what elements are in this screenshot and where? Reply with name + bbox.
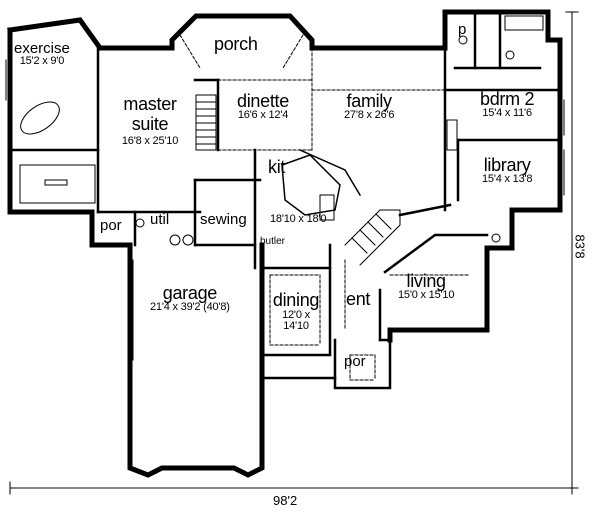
room-size: 16'6 x 12'4 [237,109,289,121]
room-size: 15'2 x 9'0 [19,55,65,67]
room-name: garage [162,283,218,303]
room-label-por-front: por [344,354,366,369]
room-size: 15'0 x 15'10 [398,289,455,301]
room-label-garage: garage 21'4 x 39'2 (40'8) [150,284,230,313]
room-name: bdrm 2 [480,89,535,109]
room-name: family [346,91,393,111]
room-label-util: util [150,212,169,227]
room-size: 12'0 x 14'10 [282,308,310,333]
room-name: dining [272,290,320,310]
room-size: 15'4 x 11'6 [482,107,532,119]
room-name: kit [268,157,286,177]
room-name: butler [260,236,286,247]
room-label-bdrm-2: bdrm 2 15'4 x 11'6 [480,89,535,119]
room-label-dinette: dinette 16'6 x 12'4 [237,92,289,121]
room-size-kit: 18'10 x 18'0 [270,213,327,225]
room-name: living [406,271,447,291]
room-label-sewing: sewing [200,212,247,227]
room-label-library: library 15'4 x 13'8 [482,155,533,185]
room-label-ent: ent [346,290,370,308]
room-name: exercise [14,40,70,57]
room-label-p: p [458,22,466,37]
room-name: ent [346,289,371,309]
room-size: 27'8 x 26'6 [344,109,395,121]
room-label-dining: dining 12'0 x 14'10 [272,291,320,333]
overall-width-label: 98'2 [273,493,298,508]
room-name: dinette [237,91,289,111]
overall-depth-label: 83'8 [572,234,588,259]
room-label-master-suite: master suite 16'8 x 25'10 [114,94,186,147]
room-name: util [150,211,170,228]
room-name: por [344,353,366,370]
room-name: library [483,155,531,175]
room-name: sewing [200,211,247,228]
room-label-por-rear: por [100,218,122,233]
room-label-family: family 27'8 x 26'6 [344,91,395,121]
room-label-butler: butler [260,237,285,247]
room-label-living: living 15'0 x 15'10 [398,272,454,301]
room-label-exercise: exercise 15'2 x 9'0 [14,41,70,67]
room-label-kit: kit [268,158,285,176]
room-name: por [100,217,122,234]
room-name: master suite [123,94,177,134]
room-label-porch: porch [214,35,258,53]
room-size: 15'4 x 13'8 [482,173,533,185]
room-size: 16'8 x 25'10 [121,134,179,147]
room-size: 21'4 x 39'2 (40'8) [150,301,230,313]
room-name: porch [214,34,258,54]
room-name: p [458,21,467,38]
